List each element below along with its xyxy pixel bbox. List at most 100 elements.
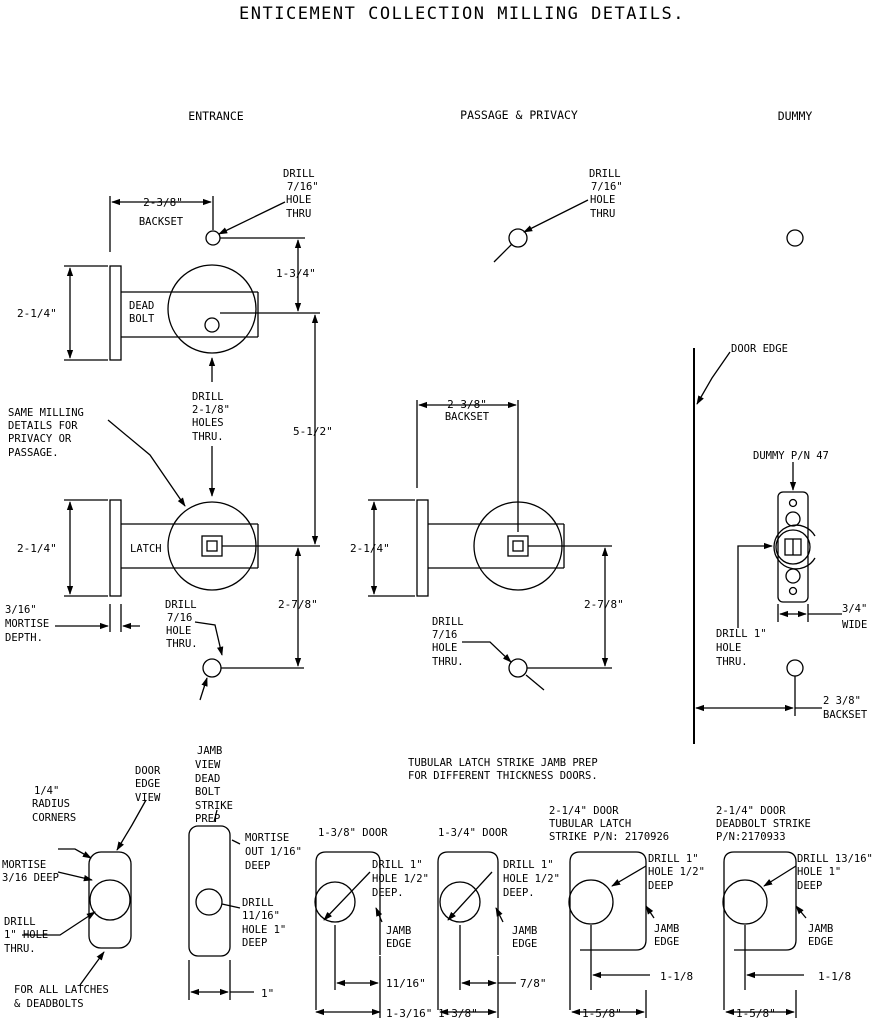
entrance-drill-top-3: HOLE [286,194,311,206]
passage-top-drill-hole [508,228,528,248]
door-deadbolt-heading-1: 2-1/4" DOOR [716,805,786,817]
door-tubular-drill-1: DRILL 1" [648,853,699,865]
latch-spindle-square [201,535,223,557]
entrance-deadbolt-view [64,196,320,361]
tubular-title-1: TUBULAR LATCH STRIKE JAMB PREP [408,757,598,769]
door-1-3-8-drill-2: HOLE 1/2" [372,873,429,885]
drill-11-16-2: 11/16" [242,910,280,922]
same-milling-note-1: SAME MILLING [8,407,84,419]
jamb-11-16-hole [195,888,223,916]
door-1-3-8-dim-small: 11/16" [386,977,426,990]
door-tubular-dim-small: 1-1/8 [660,970,693,983]
passage-drill-top-1: DRILL [589,168,621,180]
drill-11-16-4: DEEP [242,937,267,949]
entrance-drill-mid-1: DRILL [192,391,224,403]
passage-height: 2-1/4" [350,542,390,555]
dummy-part-number: DUMMY P/N 47 [753,450,829,462]
radius-note-3: CORNERS [32,812,76,824]
door-deadbolt-heading-3: P/N:2170933 [716,831,786,843]
entrance-backset-dim: 2-3/8" [143,196,183,209]
door-1-3-4-dim-width: 1-3/8" [438,1007,478,1020]
mortise-note-2: 3/16 DEEP [2,872,59,884]
door-deadbolt-drill-2: HOLE 1" [797,866,841,878]
dummy-drill-3: THRU. [716,656,748,668]
door-tubular-heading-2: TUBULAR LATCH [549,818,631,830]
door-1-3-4-dim-small: 7/8" [520,977,547,990]
door-1-3-4-drill-1: DRILL 1" [503,859,554,871]
entrance-top-drill-hole [205,230,221,246]
dummy-width-1: 3/4" [842,603,867,615]
latch-label: LATCH [130,543,162,555]
dummy-plate [777,491,809,603]
for-all-note-1: FOR ALL LATCHES [14,984,109,996]
passage-drill-bottom-3: HOLE [432,642,457,654]
door-tubular-jamb-1: JAMB [654,923,679,935]
dummy-door-edge: DOOR EDGE [731,343,788,355]
passage-bottom-drill-hole [508,658,528,678]
passage-dim-2-7-8: 2-7/8" [584,598,624,611]
door-tubular-heading-1: 2-1/4" DOOR [549,805,619,817]
dummy-bottom-hole [786,659,804,677]
entrance-dim-1-3-4: 1-3/4" [276,267,316,280]
door-1-3-8-dim-width: 1-3/16" [386,1007,432,1020]
radius-note-1: 1/4" [34,785,59,797]
heading-passage-privacy: PASSAGE & PRIVACY [460,108,578,122]
passage-drill-bottom-4: THRU. [432,656,464,668]
strike-2-1-4-deadbolt [722,851,807,1018]
door-1-3-8-drill-3: DEEP. [372,887,404,899]
dummy-top-hole [786,229,804,247]
passage-view [368,199,612,691]
entrance-drill-bottom-2: 7/16 [167,612,192,624]
entrance-drill-mid-4: THRU. [192,431,224,443]
drill-11-16-1: DRILL [242,897,274,909]
door-deadbolt-jamb-1: JAMB [808,923,833,935]
latch-edge-plate [109,499,122,597]
same-milling-note-4: PASSAGE. [8,447,59,459]
passage-drill-bottom-2: 7/16 [432,629,457,641]
jamb-1in-dim: 1" [261,987,274,1000]
jamb-mortise-outline [188,825,231,957]
door-deadbolt-heading-2: DEADBOLT STRIKE [716,818,811,830]
mortise-note-1: MORTISE [2,859,46,871]
door-1-3-4-heading: 1-3/4" DOOR [438,827,508,839]
passage-edge-plate [416,499,429,597]
dummy-backset-1: 2 3/8" [823,695,861,707]
tubular-title-2: FOR DIFFERENT THICKNESS DOORS. [408,770,598,782]
door-tubular-dim-width: 1-5/8" [582,1007,622,1020]
dummy-width-2: WIDE [842,619,867,631]
mortise-depth-2: MORTISE [5,618,49,630]
jamb-view-2: VIEW [195,759,221,771]
jamb-view-4: BOLT [195,786,221,798]
entrance-drill-top-1: DRILL [283,168,315,180]
mortise-depth-3: DEPTH. [5,632,43,644]
door-edge-mortise-outline [88,851,132,949]
door-1-3-8-heading: 1-3/8" DOOR [318,827,388,839]
mortise-depth-1: 3/16" [5,604,37,616]
drill-1in-note-3: THRU. [4,943,36,955]
door-edge-view-3: VIEW [135,792,161,804]
deadbolt-label-1: DEAD [129,300,154,312]
door-deadbolt-dim-small: 1-1/8 [818,970,851,983]
door-deadbolt-drill-3: DEEP [797,880,822,892]
door-deadbolt-drill-1: DRILL 13/16" [797,853,872,865]
passage-backset-dim: 2 3/8" [447,398,487,411]
passage-drill-bottom-1: DRILL [432,616,464,628]
entrance-dim-5-1-2: 5-1/2" [293,425,333,438]
entrance-height-lower: 2-1/4" [17,542,57,555]
deadbolt-label-2: BOLT [129,313,155,325]
drill-1in-note-2: 1" HOLE [4,929,48,941]
door-edge-view [22,799,147,986]
heading-entrance: ENTRANCE [188,109,243,123]
door-1-3-4-drill-2: HOLE 1/2" [503,873,560,885]
door-edge-1in-hole [89,879,131,921]
jamb-view-6: PREP [195,813,220,825]
jamb-view-3: DEAD [195,773,220,785]
same-milling-note-2: DETAILS FOR [8,420,78,432]
door-1-3-4-jamb-2: EDGE [512,938,537,950]
mortise-out-2: OUT 1/16" [245,846,302,858]
deadbolt-bore-circle [167,264,257,354]
jamb-view-strike-prep [188,809,254,1000]
radius-note-2: RADIUS [32,798,70,810]
drill-11-16-3: HOLE 1" [242,924,286,936]
entrance-drill-mid-3: HOLES [192,417,224,429]
